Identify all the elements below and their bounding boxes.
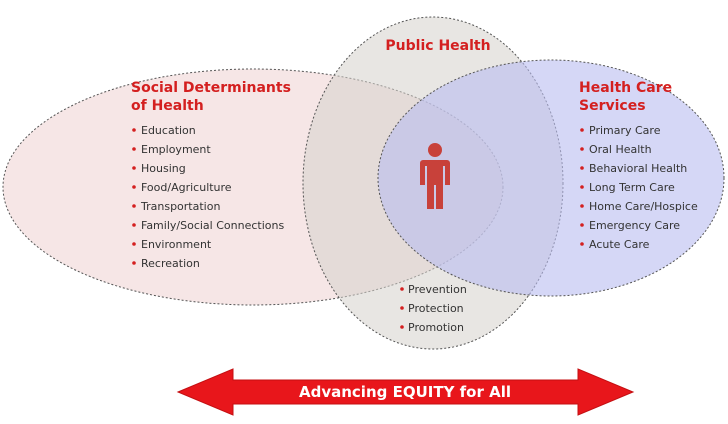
list-item: Family/Social Connections — [141, 219, 284, 232]
list-item: Prevention — [408, 283, 467, 296]
person-icon — [420, 143, 450, 209]
list-item: Acute Care — [589, 238, 650, 251]
bullet-icon — [580, 147, 584, 151]
list-item: Promotion — [408, 321, 464, 334]
bullet-icon — [580, 223, 584, 227]
bullet-icon — [580, 242, 584, 246]
social-determinants-list: Education Employment Housing Food/Agricu… — [132, 124, 284, 270]
bullet-icon — [580, 185, 584, 189]
list-item: Transportation — [140, 200, 220, 213]
equity-arrow: Advancing EQUITY for All — [176, 368, 635, 416]
public-health-title: Public Health — [385, 38, 490, 54]
list-item: Protection — [408, 302, 464, 315]
bullet-icon — [132, 204, 136, 208]
bullet-icon — [132, 128, 136, 132]
bullet-icon — [132, 223, 136, 227]
list-item: Environment — [141, 238, 212, 251]
bullet-icon — [400, 325, 404, 329]
health-care-list: Primary Care Oral Health Behavioral Heal… — [580, 124, 698, 251]
bullet-icon — [580, 204, 584, 208]
health-care-title-line2: Services — [579, 98, 646, 114]
social-determinants-title-line2: of Health — [131, 98, 204, 114]
bullet-icon — [400, 306, 404, 310]
list-item: Housing — [141, 162, 186, 175]
bullet-icon — [580, 128, 584, 132]
list-item: Primary Care — [589, 124, 661, 137]
list-item: Employment — [141, 143, 211, 156]
list-item: Food/Agriculture — [141, 181, 232, 194]
list-item: Emergency Care — [589, 219, 680, 232]
health-care-ellipse — [377, 59, 725, 297]
double-arrow-icon — [176, 368, 635, 416]
list-item: Home Care/Hospice — [589, 200, 698, 213]
public-health-list: Prevention Protection Promotion — [400, 283, 467, 334]
list-item: Education — [141, 124, 196, 137]
bullet-icon — [400, 287, 404, 291]
bullet-icon — [132, 261, 136, 265]
list-item: Recreation — [141, 257, 200, 270]
bullet-icon — [132, 147, 136, 151]
bullet-icon — [580, 166, 584, 170]
health-care-title-line1: Health Care — [579, 80, 672, 96]
bullet-icon — [132, 185, 136, 189]
social-determinants-title-line1: Social Determinants — [131, 80, 291, 96]
bullet-icon — [132, 242, 136, 246]
list-item: Long Term Care — [589, 181, 675, 194]
list-item: Behavioral Health — [589, 162, 687, 175]
equity-arrow-label: Advancing EQUITY for All — [299, 383, 511, 401]
bullet-icon — [132, 166, 136, 170]
list-item: Oral Health — [589, 143, 652, 156]
